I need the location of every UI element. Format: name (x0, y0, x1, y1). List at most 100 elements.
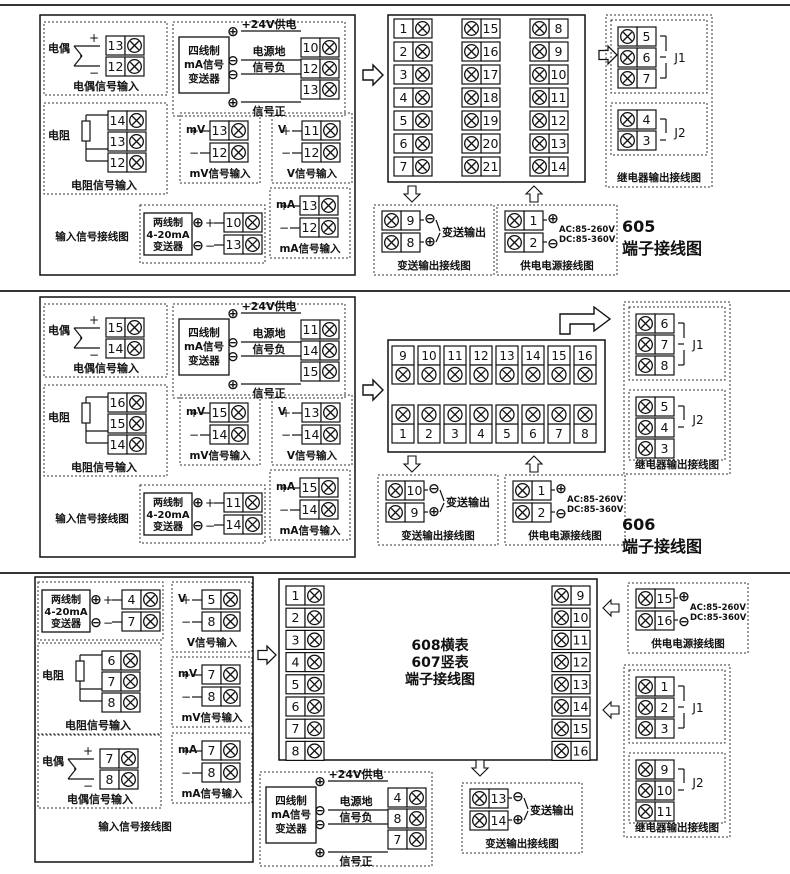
model-line: 607竖表 (411, 654, 469, 671)
screw-slash (390, 507, 401, 518)
terminal-number: 2 (292, 610, 300, 625)
screw-slash (640, 764, 651, 775)
polarity-sign: + (83, 744, 93, 758)
terminal-10: 10 (223, 212, 263, 233)
screw-slash (323, 482, 334, 493)
terminal-number: 12 (304, 145, 320, 160)
transmitter-label: 四线制 (188, 326, 220, 339)
terminal-screw-icon (321, 220, 336, 235)
terminal-number: 12 (110, 155, 126, 170)
transmitter-label: 两线制 (153, 496, 183, 509)
terminal-15: 15 (461, 18, 501, 39)
terminal-number: 12 (302, 220, 318, 235)
terminal-screw-icon (525, 366, 541, 383)
terminal-screw-icon (223, 765, 238, 780)
screw-slash (131, 439, 142, 450)
polarity-sign: − (89, 348, 99, 362)
block-caption: 电阻信号输入 (71, 178, 137, 192)
screw-slash (325, 429, 336, 440)
screw-slash (466, 92, 477, 103)
terminal-8: 8 (635, 355, 675, 376)
terminal-screw-icon (638, 762, 653, 777)
screw-slash (640, 806, 651, 817)
terminal-14: 14 (301, 424, 341, 445)
screw-slash (534, 161, 545, 172)
terminal-screw-icon (307, 721, 322, 737)
terminal-number: 14 (108, 341, 124, 356)
polarity-sign: − (189, 146, 199, 160)
transmit-label: 变送输出 (446, 495, 490, 509)
terminal-number: 14 (491, 813, 507, 828)
screw-slash (123, 774, 134, 785)
terminal-number: 11 (304, 123, 320, 138)
terminal-number: 15 (303, 364, 319, 379)
terminal-number: 14 (573, 699, 589, 714)
dashed-panel (37, 581, 164, 641)
screw-slash (309, 701, 320, 712)
terminal-number: 20 (483, 136, 499, 151)
terminal-screw-icon (307, 743, 322, 759)
terminal-number: 10 (657, 783, 673, 798)
screw-slash (640, 401, 651, 412)
terminal-screw-icon (231, 427, 246, 442)
terminal-16: 16 (635, 610, 675, 631)
terminal-screw-icon (321, 502, 336, 517)
transmitter-label: 变送器 (51, 617, 82, 630)
screw-slash (466, 115, 477, 126)
terminal-8: 8 (285, 740, 325, 762)
terminal-3: 3 (635, 718, 675, 739)
screw-slash (534, 115, 545, 126)
screw-slash (528, 409, 538, 420)
polarity-sign: ⊕ (424, 234, 436, 250)
section-608-607: 两线制4-20mA变送器⊕⊖+−47V+−58V信号输入电阻678电阻信号输入m… (34, 576, 749, 868)
terminal-number: 6 (292, 699, 300, 714)
polarity-sign: ⊖ (227, 67, 239, 83)
screw-slash (233, 125, 244, 136)
terminal-screw-icon (464, 136, 479, 151)
terminal-screw-icon (525, 406, 541, 423)
polarity-sign: ⊕ (192, 495, 204, 511)
screw-slash (509, 237, 520, 248)
terminal-screw-icon (223, 614, 238, 629)
terminal-number: 9 (411, 505, 419, 520)
screw-slash (390, 485, 401, 496)
polarity-sign: + (205, 496, 215, 510)
terminal-screw-icon (307, 676, 322, 692)
polarity-sign: ⊕ (227, 24, 239, 40)
terminal-4: 4 (635, 417, 675, 438)
terminal-6: 6 (101, 650, 141, 671)
terminal-2: 2 (504, 232, 544, 253)
terminal-screw-icon (409, 811, 424, 826)
screw-slash (225, 691, 236, 702)
terminal-number: 11 (447, 349, 462, 363)
terminal-11: 11 (443, 345, 467, 385)
terminal-number: 3 (451, 427, 459, 441)
relay-j1-panel (628, 669, 726, 744)
screw-slash (534, 46, 545, 57)
block-arrow-down-icon (402, 185, 422, 203)
terminal-number: 13 (303, 82, 319, 97)
terminal-11: 11 (301, 120, 341, 141)
block-caption: 变送输出接线图 (401, 529, 475, 542)
terminal-number: 12 (473, 349, 488, 363)
rtd-label: 电阻 (48, 128, 70, 142)
terminal-number: 15 (657, 591, 673, 606)
block-arrow-down-icon (402, 455, 422, 473)
wire-label: 信号正 (253, 104, 286, 118)
terminal-8: 8 (573, 404, 597, 444)
transmitter-label: 4-20mA (146, 230, 189, 241)
terminal-number: 9 (399, 349, 407, 363)
unit-label: V (178, 593, 187, 605)
terminal-13: 13 (105, 35, 145, 56)
block-caption: 变送输出接线图 (397, 259, 471, 272)
terminal-number: 14 (110, 113, 126, 128)
terminal-6: 6 (521, 404, 545, 444)
block-caption: 供电电源接线图 (519, 259, 594, 272)
terminal-7: 7 (617, 68, 657, 89)
terminal-screw-icon (321, 198, 336, 213)
terminal-screw-icon (421, 366, 437, 383)
terminal-number: 3 (661, 721, 669, 736)
terminal-number: 1 (530, 213, 538, 228)
